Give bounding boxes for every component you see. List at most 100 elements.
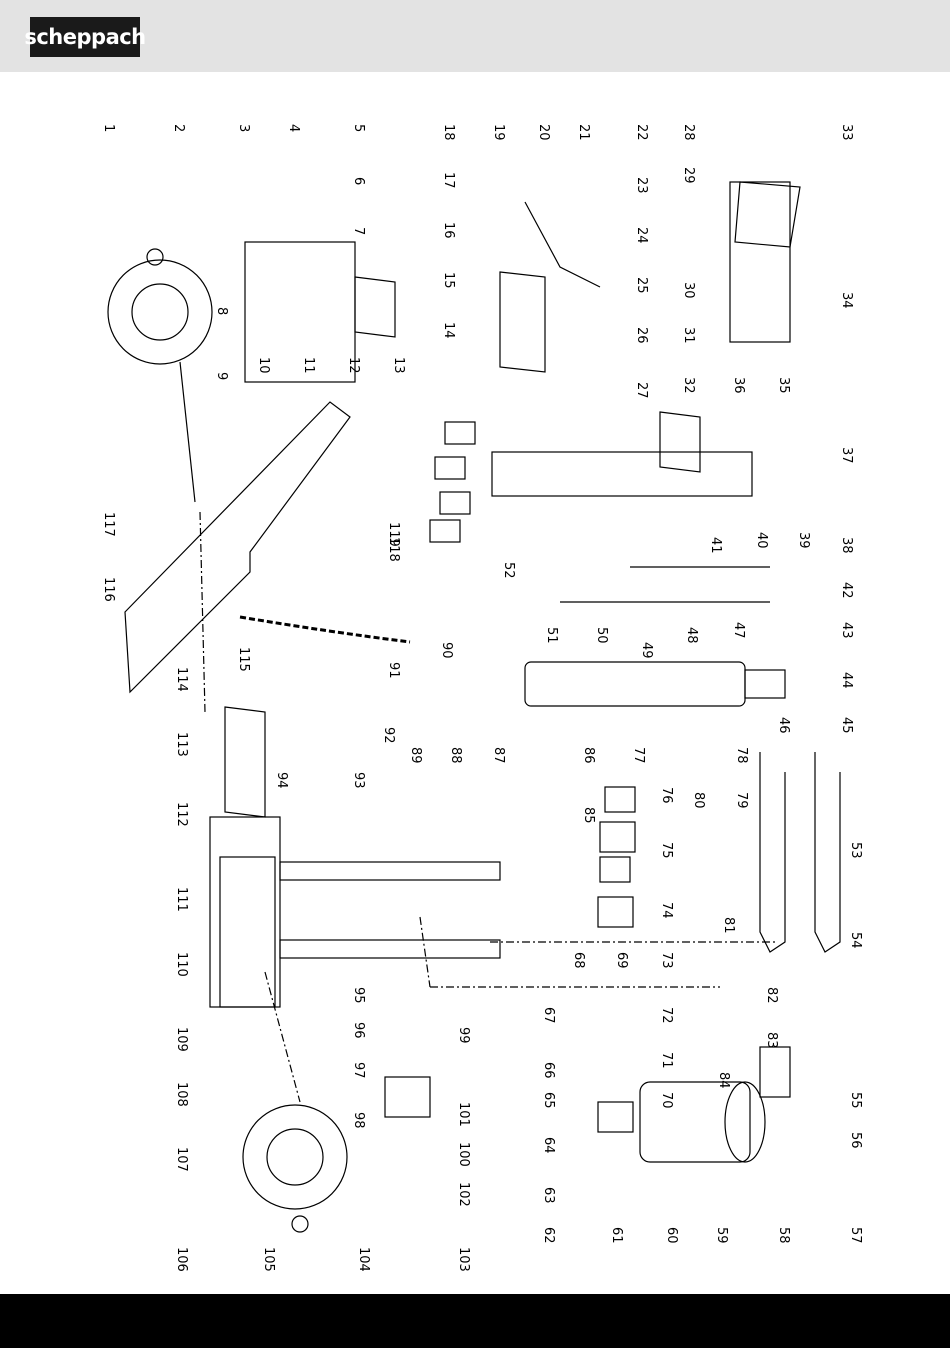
part-number-40: 40 bbox=[754, 532, 769, 549]
part-number-13: 13 bbox=[391, 357, 406, 374]
part-number-52: 52 bbox=[501, 562, 516, 579]
wheel-bottom bbox=[242, 1104, 348, 1210]
u-frame-54 bbox=[814, 752, 841, 953]
handle-tube bbox=[124, 401, 351, 694]
part-number-110: 110 bbox=[174, 952, 189, 977]
part-number-18: 18 bbox=[441, 124, 456, 141]
part-number-93: 93 bbox=[351, 772, 366, 789]
part-number-71: 71 bbox=[659, 1052, 674, 1069]
part-number-58: 58 bbox=[776, 1227, 791, 1244]
part-number-69: 69 bbox=[614, 952, 629, 969]
part-number-49: 49 bbox=[639, 642, 654, 659]
part-number-5: 5 bbox=[351, 124, 366, 132]
part-number-68: 68 bbox=[571, 952, 586, 969]
center-line-wheel bbox=[264, 971, 301, 1103]
lever-block bbox=[499, 271, 546, 373]
part-number-101: 101 bbox=[456, 1102, 471, 1127]
part-number-53: 53 bbox=[848, 842, 863, 859]
horizontal-beam-bottom bbox=[279, 939, 501, 959]
part-number-60: 60 bbox=[664, 1227, 679, 1244]
plate-52b bbox=[434, 456, 466, 480]
part-number-78: 78 bbox=[734, 747, 749, 764]
part-number-98: 98 bbox=[351, 1112, 366, 1129]
part-number-83: 83 bbox=[764, 1032, 779, 1049]
part-number-42: 42 bbox=[839, 582, 854, 599]
part-number-10: 10 bbox=[256, 357, 271, 374]
axle-117 bbox=[179, 361, 196, 503]
plate-52a bbox=[444, 421, 476, 445]
plate-76 bbox=[599, 821, 636, 853]
part-number-100: 100 bbox=[456, 1142, 471, 1167]
part-number-20: 20 bbox=[536, 124, 551, 141]
pump-block bbox=[597, 1101, 634, 1133]
part-number-77: 77 bbox=[631, 747, 646, 764]
wheel-top-hub bbox=[131, 283, 189, 341]
part-number-21: 21 bbox=[576, 124, 591, 141]
washer-105 bbox=[146, 248, 164, 266]
part-number-54: 54 bbox=[848, 932, 863, 949]
motor bbox=[639, 1081, 751, 1163]
part-number-84: 84 bbox=[716, 1072, 731, 1089]
part-number-119: 119 bbox=[386, 522, 401, 547]
part-number-79: 79 bbox=[734, 792, 749, 809]
part-number-115: 115 bbox=[236, 647, 251, 672]
part-number-109: 109 bbox=[174, 1027, 189, 1052]
part-number-72: 72 bbox=[659, 1007, 674, 1024]
part-number-55: 55 bbox=[848, 1092, 863, 1109]
part-number-90: 90 bbox=[439, 642, 454, 659]
part-number-46: 46 bbox=[776, 717, 791, 734]
plate-52d bbox=[429, 519, 461, 543]
upper-foot bbox=[354, 276, 396, 338]
right-cover bbox=[734, 181, 801, 248]
part-number-116: 116 bbox=[101, 577, 116, 602]
part-number-108: 108 bbox=[174, 1082, 189, 1107]
part-number-23: 23 bbox=[634, 177, 649, 194]
part-number-57: 57 bbox=[848, 1227, 863, 1244]
part-number-4: 4 bbox=[286, 124, 301, 132]
lever-rod bbox=[524, 201, 601, 288]
diagram-drawing bbox=[107, 181, 841, 1233]
part-number-105: 105 bbox=[261, 1247, 276, 1272]
part-number-16: 16 bbox=[441, 222, 456, 239]
part-number-15: 15 bbox=[441, 272, 456, 289]
part-number-88: 88 bbox=[448, 747, 463, 764]
part-number-7: 7 bbox=[351, 227, 366, 235]
part-number-35: 35 bbox=[776, 377, 791, 394]
part-number-11: 11 bbox=[301, 357, 316, 374]
part-number-96: 96 bbox=[351, 1022, 366, 1039]
part-number-22: 22 bbox=[634, 124, 649, 141]
part-number-113: 113 bbox=[174, 732, 189, 757]
part-number-118: 118 bbox=[386, 537, 401, 562]
part-number-43: 43 bbox=[839, 622, 854, 639]
part-number-34: 34 bbox=[839, 292, 854, 309]
part-number-75: 75 bbox=[659, 842, 674, 859]
part-number-86: 86 bbox=[581, 747, 596, 764]
part-number-32: 32 bbox=[681, 377, 696, 394]
part-number-51: 51 bbox=[544, 627, 559, 644]
motor-end bbox=[724, 1081, 766, 1163]
part-number-112: 112 bbox=[174, 802, 189, 827]
part-number-62: 62 bbox=[541, 1227, 556, 1244]
part-number-103: 103 bbox=[456, 1247, 471, 1272]
part-number-31: 31 bbox=[681, 327, 696, 344]
part-number-59: 59 bbox=[714, 1227, 729, 1244]
plate-75 bbox=[599, 856, 631, 883]
part-number-39: 39 bbox=[796, 532, 811, 549]
cylinder-end bbox=[744, 669, 786, 699]
part-number-19: 19 bbox=[491, 124, 506, 141]
part-number-1: 1 bbox=[101, 124, 116, 132]
part-number-25: 25 bbox=[634, 277, 649, 294]
part-number-8: 8 bbox=[214, 307, 229, 315]
part-number-65: 65 bbox=[541, 1092, 556, 1109]
part-number-102: 102 bbox=[456, 1182, 471, 1207]
part-number-12: 12 bbox=[346, 357, 361, 374]
part-number-48: 48 bbox=[684, 627, 699, 644]
center-line-axle bbox=[199, 511, 206, 713]
part-number-104: 104 bbox=[356, 1247, 371, 1272]
part-number-87: 87 bbox=[491, 747, 506, 764]
part-number-63: 63 bbox=[541, 1187, 556, 1204]
part-number-50: 50 bbox=[594, 627, 609, 644]
part-number-66: 66 bbox=[541, 1062, 556, 1079]
part-number-56: 56 bbox=[848, 1132, 863, 1149]
u-frame-4 bbox=[759, 752, 786, 953]
